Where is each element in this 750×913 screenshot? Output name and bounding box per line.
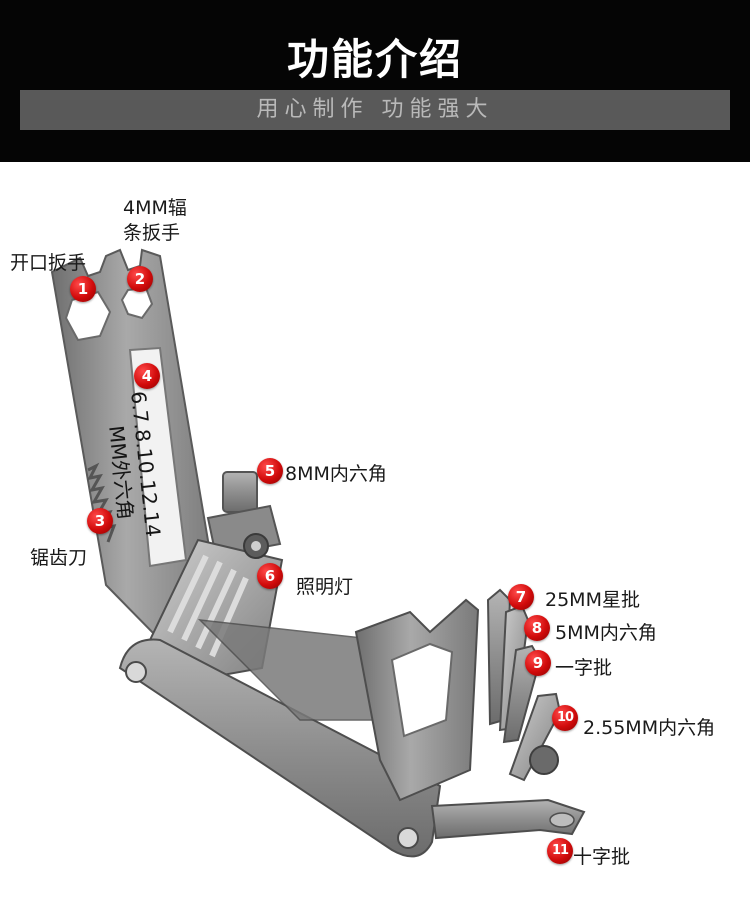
label-serrated-knife: 锯齿刀 — [30, 547, 88, 569]
label-8mm-hex: 8MM内六角 — [285, 463, 387, 485]
badge-9: 9 — [525, 650, 551, 676]
product-illustration: 开口扳手 4MM辐 条扳手 锯齿刀 6.7.8.10.12.14 MM外六角 8… — [0, 162, 750, 913]
badge-3: 3 — [87, 508, 113, 534]
label-5mm-hex: 5MM内六角 — [555, 622, 657, 644]
label-2-55mm-hex: 2.55MM内六角 — [583, 717, 716, 739]
label-phillips: 十字批 — [573, 846, 631, 868]
badge-10: 10 — [552, 705, 578, 731]
badge-2: 2 — [127, 266, 153, 292]
tool-frame — [354, 598, 480, 802]
badge-4: 4 — [134, 363, 160, 389]
phillips-arm — [430, 798, 586, 840]
header-banner: 功能介绍 用心制作 功能强大 — [0, 0, 750, 162]
label-open-end-wrench: 开口扳手 — [10, 252, 87, 274]
badge-8: 8 — [524, 615, 550, 641]
multitool-drawing — [50, 248, 586, 858]
header-subtitle-bar: 用心制作 功能强大 — [20, 90, 730, 130]
badge-7: 7 — [508, 584, 534, 610]
bits-fan — [486, 588, 562, 782]
label-spoke-wrench: 4MM辐 条扳手 — [123, 197, 187, 244]
label-light: 照明灯 — [296, 576, 354, 598]
badge-11: 11 — [547, 838, 573, 864]
label-star-bit: 25MM星批 — [545, 589, 640, 611]
badge-6: 6 — [257, 563, 283, 589]
header-subtitle: 用心制作 功能强大 — [256, 97, 494, 122]
label-flat-driver: 一字批 — [555, 657, 613, 679]
header-title: 功能介绍 — [286, 35, 463, 84]
badge-1: 1 — [70, 276, 96, 302]
badge-5: 5 — [257, 458, 283, 484]
